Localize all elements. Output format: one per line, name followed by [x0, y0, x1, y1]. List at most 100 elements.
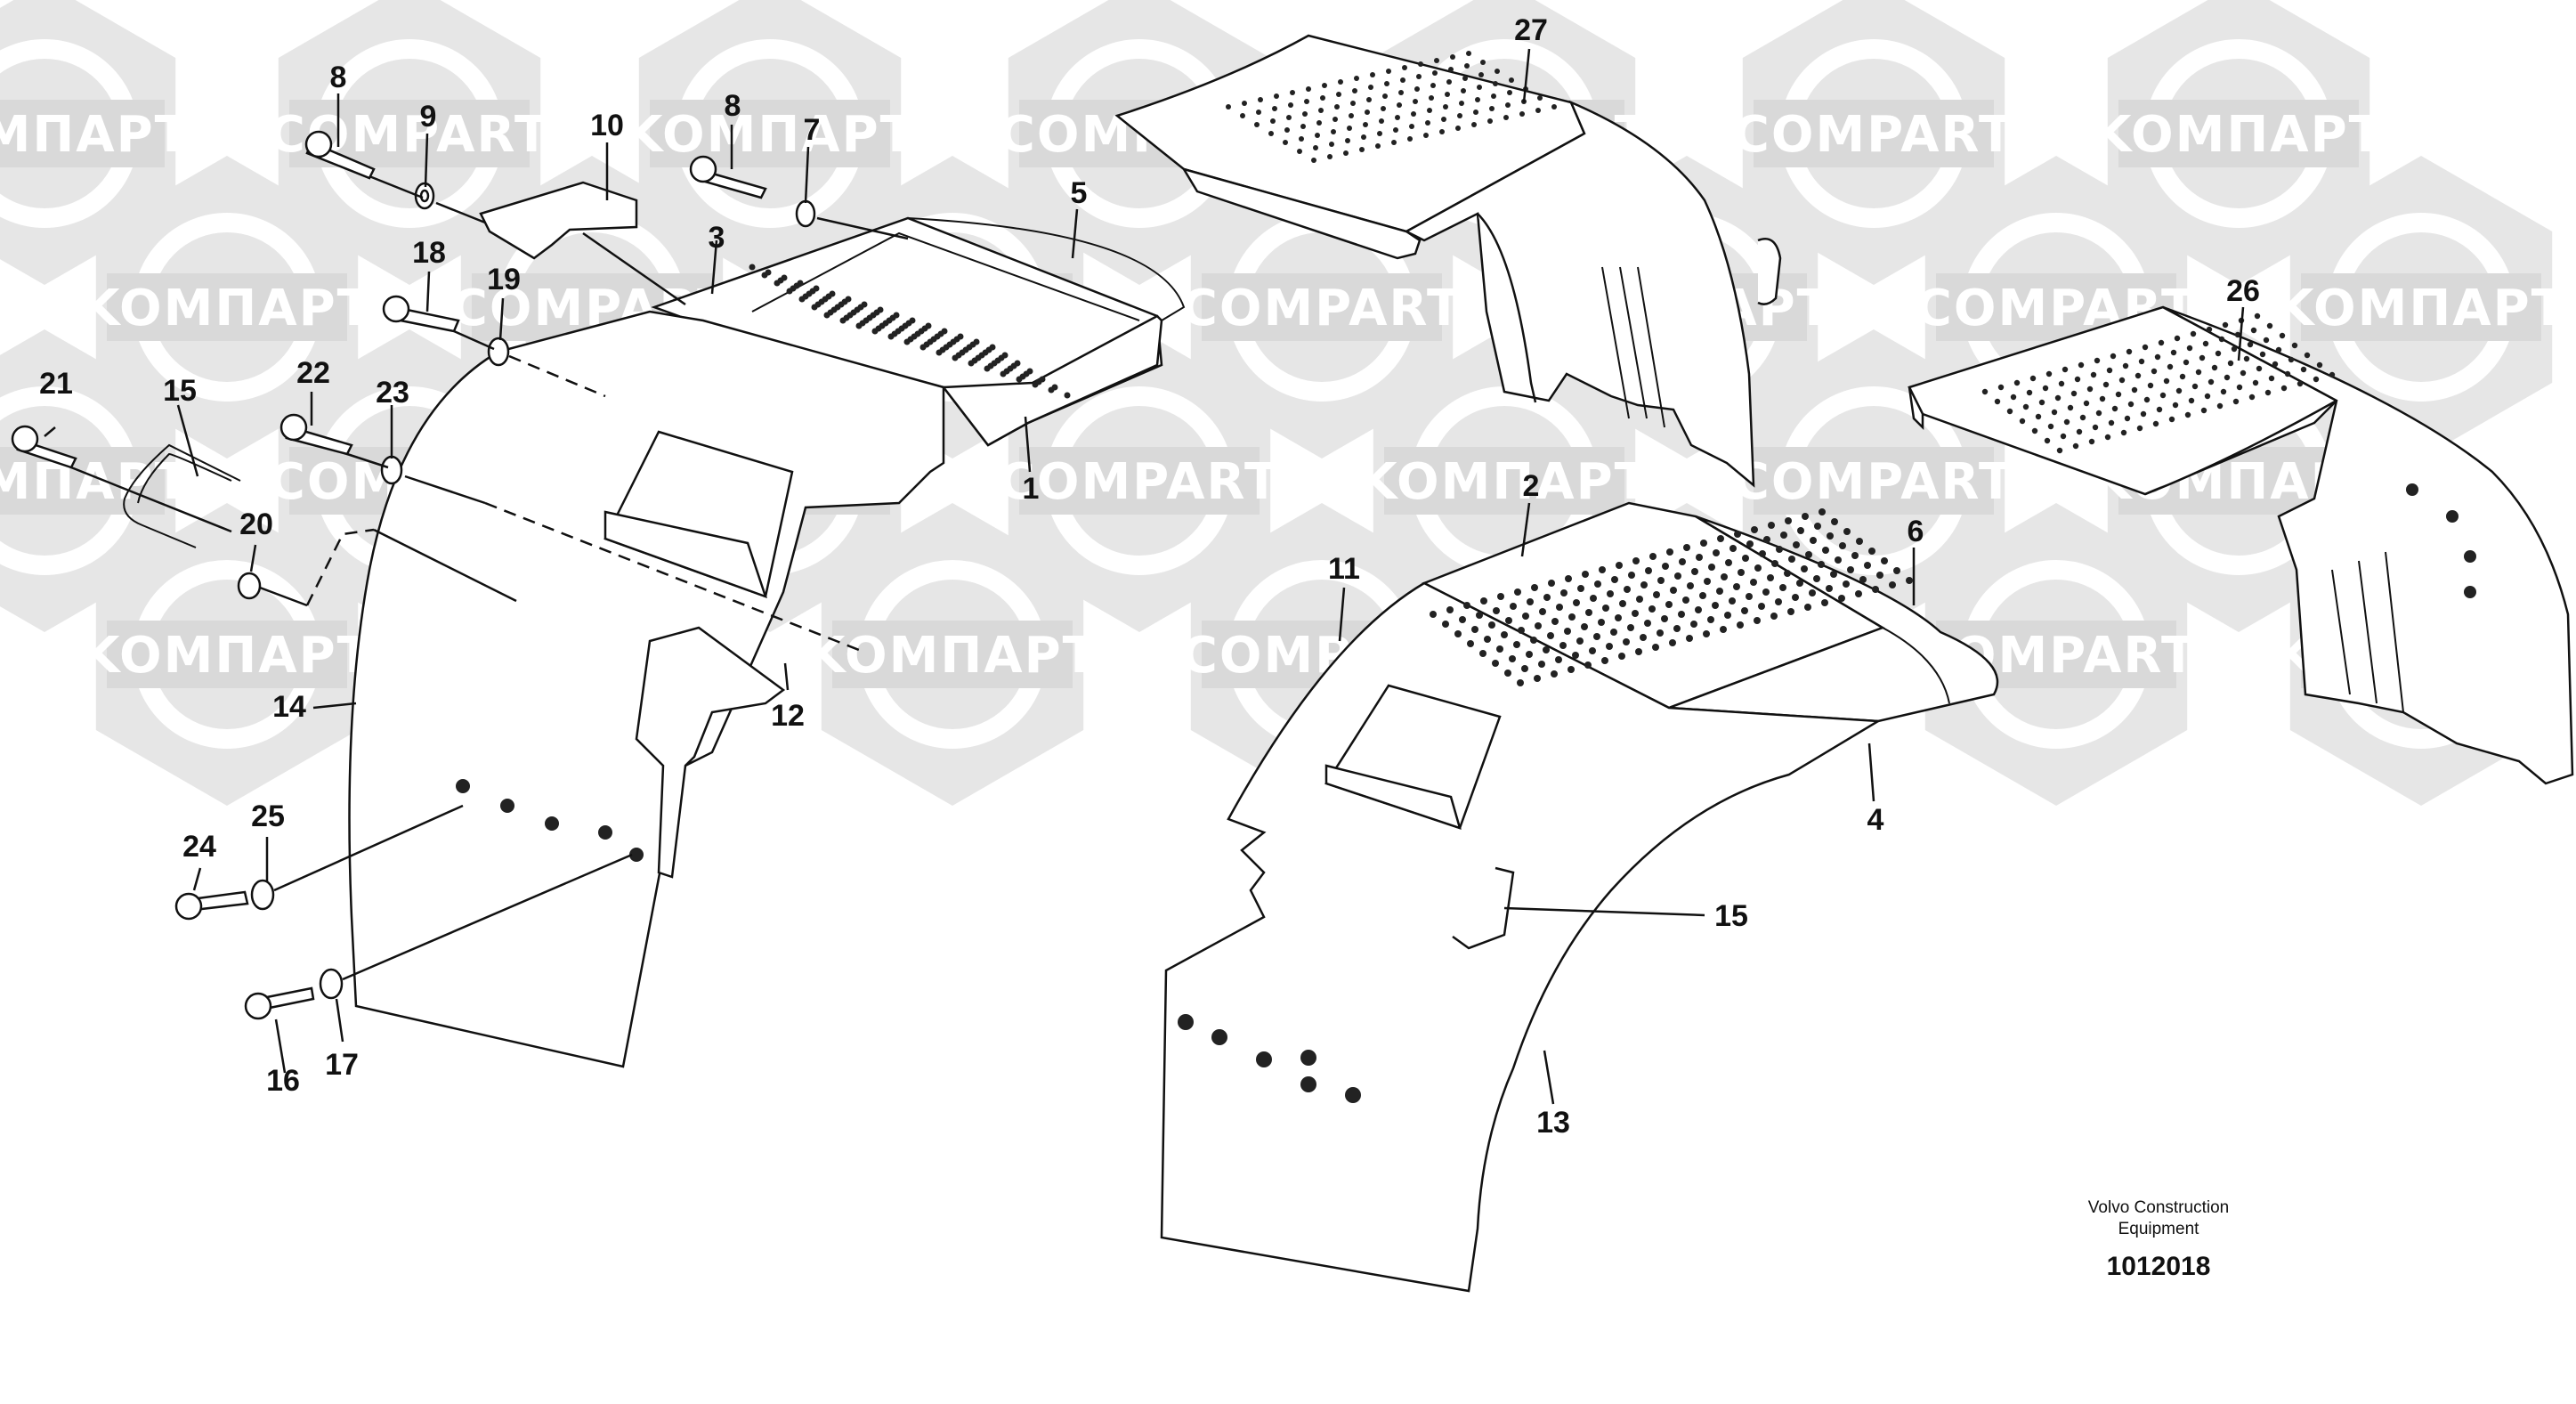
- perforation-hole: [2154, 353, 2161, 361]
- watermark-text: COMPART: [1181, 280, 1462, 337]
- perforation-hole: [1507, 90, 1512, 95]
- perforation-hole: [1489, 106, 1495, 111]
- perforation-hole: [1322, 83, 1327, 88]
- perforation-hole: [786, 288, 793, 295]
- perforation-hole: [1666, 548, 1673, 556]
- perforation-hole: [1593, 633, 1600, 640]
- perforation-hole: [2195, 369, 2202, 376]
- perforation-hole: [2072, 442, 2079, 450]
- perforation-hole: [1720, 626, 1727, 633]
- perforation-hole: [1313, 145, 1318, 150]
- perforation-hole: [1839, 542, 1846, 549]
- perforation-hole: [1492, 660, 1499, 667]
- perforation-hole: [1775, 598, 1782, 605]
- perforation-hole: [811, 304, 818, 311]
- perforation-hole: [1375, 143, 1381, 149]
- perforation-hole: [2175, 387, 2183, 394]
- perforation-hole: [2206, 326, 2213, 333]
- fender-26: 26: [1908, 274, 2574, 785]
- watermark-text: COMPART: [1733, 106, 2014, 164]
- callout-10: 10: [590, 109, 624, 142]
- perforation-hole: [1814, 523, 1821, 530]
- perforation-hole: [1283, 140, 1288, 145]
- perforation-hole: [2006, 408, 2013, 415]
- perforation-hole: [2013, 379, 2021, 386]
- perforation-hole: [1725, 559, 1732, 566]
- perforation-hole: [1318, 108, 1324, 113]
- perforation-hole: [1682, 596, 1689, 604]
- perforation-hole: [1602, 605, 1609, 612]
- u-bolt-15: [123, 443, 241, 548]
- perforation-hole: [1754, 617, 1761, 624]
- perforation-hole: [1628, 572, 1635, 579]
- perforation-hole: [1480, 597, 1487, 605]
- perforation-hole: [1543, 594, 1551, 601]
- perforation-hole: [1847, 566, 1854, 573]
- perforation-hole: [1299, 136, 1304, 142]
- handle-15-right: [1452, 866, 1515, 950]
- perforation-hole: [1751, 526, 1758, 533]
- perforation-hole: [2136, 425, 2143, 432]
- perforation-hole: [1559, 642, 1567, 649]
- perforation-hole: [2297, 380, 2304, 387]
- perforation-hole: [2252, 379, 2259, 386]
- perforation-hole: [1534, 675, 1541, 682]
- perforation-hole: [1432, 70, 1438, 76]
- perforation-hole: [1768, 522, 1775, 529]
- perforation-hole: [1674, 572, 1681, 580]
- perforation-hole: [1526, 651, 1533, 658]
- perforation-hole: [2062, 366, 2069, 373]
- perforation-hole: [1286, 115, 1292, 120]
- perforation-hole: [1450, 54, 1455, 60]
- perforation-hole: [952, 354, 959, 361]
- perforation-hole: [2118, 377, 2126, 384]
- perforation-hole: [2115, 391, 2122, 398]
- perforation-hole: [2029, 375, 2037, 382]
- perforation-hole: [1517, 679, 1524, 686]
- callout-5: 5: [1071, 176, 1088, 210]
- callout-24: 24: [182, 830, 216, 864]
- perforation-hole: [1464, 63, 1470, 69]
- perforation-hole: [1509, 655, 1516, 662]
- perforation-hole: [1522, 613, 1529, 620]
- perforation-hole: [1819, 508, 1826, 515]
- perforation-hole: [1703, 630, 1710, 637]
- perforation-hole: [1347, 126, 1352, 131]
- left-fender-assembly: 8 9 10 8 7 5 18 19 3 22 23 15 21 20 1 14…: [11, 61, 1186, 1098]
- perforation-hole: [1359, 147, 1365, 152]
- perforation-hole: [1810, 537, 1817, 544]
- perforation-hole: [1409, 124, 1414, 129]
- perforation-hole: [2231, 345, 2238, 353]
- perforation-hole: [1598, 619, 1605, 626]
- perforation-hole: [2329, 371, 2336, 378]
- perforation-hole: [1510, 603, 1517, 610]
- perforation-hole: [1427, 108, 1432, 113]
- perforation-hole: [1981, 388, 1989, 395]
- perforation-hole: [1414, 86, 1420, 92]
- perforation-hole: [1679, 558, 1686, 565]
- perforation-hole: [1776, 546, 1783, 553]
- perforation-hole: [1827, 532, 1834, 540]
- perforation-hole: [2019, 418, 2026, 425]
- perforation-hole: [1395, 115, 1400, 120]
- perforation-hole: [1384, 81, 1389, 86]
- perforation-hole: [1527, 598, 1534, 605]
- perforation-hole: [1994, 398, 2001, 405]
- perforation-hole: [1645, 567, 1652, 574]
- perforation-hole: [1459, 101, 1464, 106]
- perforation-hole: [2060, 433, 2067, 440]
- callout-20: 20: [239, 507, 273, 541]
- perforation-hole: [871, 328, 879, 335]
- perforation-hole: [1699, 592, 1706, 599]
- watermark-text: KOMПAPT: [81, 627, 373, 685]
- perforation-hole: [2090, 371, 2097, 378]
- perforation-hole: [1707, 616, 1714, 623]
- perforation-hole: [2280, 385, 2288, 392]
- perforation-hole: [1729, 597, 1736, 605]
- perforation-hole: [1331, 129, 1336, 134]
- perforation-hole: [2211, 364, 2218, 371]
- perforation-hole: [1338, 79, 1343, 85]
- perforation-hole: [2220, 388, 2227, 395]
- callout-26: 26: [2226, 274, 2260, 308]
